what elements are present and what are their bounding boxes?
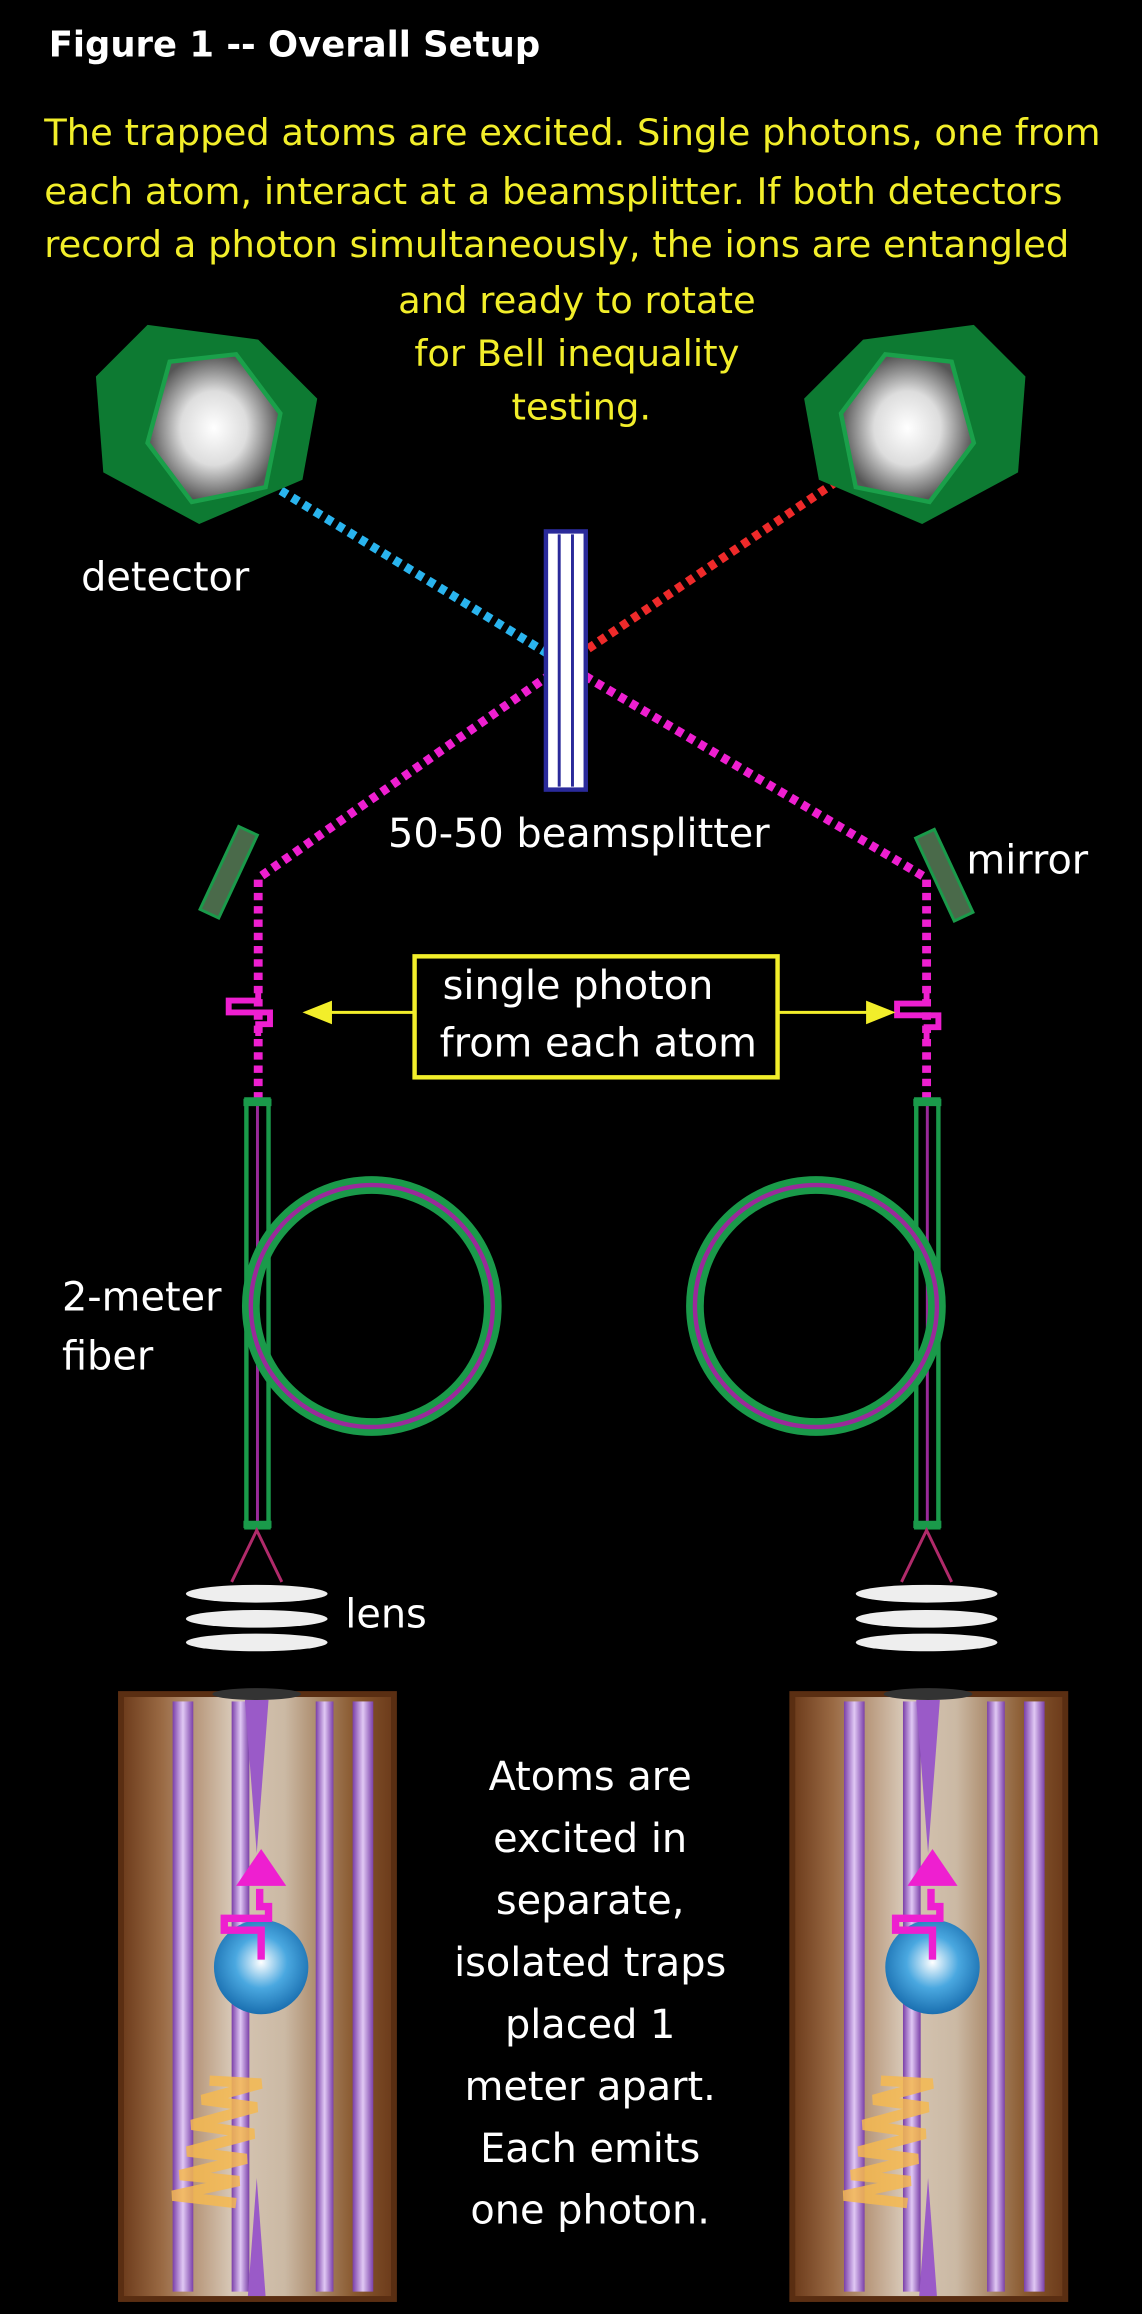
right-mirror-icon bbox=[913, 827, 975, 923]
svg-text:placed 1: placed 1 bbox=[505, 2002, 675, 2048]
intro-line: each atom, interact at a beamsplitter. I… bbox=[44, 170, 1062, 213]
red-beam bbox=[562, 462, 862, 668]
beamsplitter-label: 50-50 beamsplitter bbox=[388, 811, 770, 857]
blue-beam bbox=[255, 473, 568, 668]
fiber-label: fiber bbox=[62, 1333, 154, 1379]
right-lens-icon bbox=[855, 1526, 998, 1652]
lens-label: lens bbox=[345, 1592, 427, 1638]
svg-text:Each emits: Each emits bbox=[480, 2126, 700, 2172]
left-lens-icon bbox=[185, 1526, 328, 1652]
right-trap bbox=[792, 1688, 1065, 2299]
svg-text:separate,: separate, bbox=[496, 1878, 685, 1924]
svg-text:Atoms are: Atoms are bbox=[489, 1754, 692, 1800]
svg-text:excited in: excited in bbox=[493, 1816, 687, 1862]
atom-icon bbox=[213, 1919, 309, 2015]
intro-text: The trapped atoms are excited. Single ph… bbox=[43, 111, 1100, 428]
svg-text:isolated traps: isolated traps bbox=[454, 1940, 726, 1986]
svg-text:meter apart.: meter apart. bbox=[465, 2064, 716, 2110]
left-trap bbox=[121, 1688, 394, 2299]
svg-text:from each atom: from each atom bbox=[440, 1021, 757, 1067]
right-detector-icon bbox=[804, 325, 1025, 524]
figure-title: Figure 1 -- Overall Setup bbox=[49, 24, 541, 65]
photon-callout: single photon from each atom bbox=[302, 954, 896, 1080]
right-fiber bbox=[686, 1097, 946, 1530]
atom-icon bbox=[885, 1919, 980, 2015]
intro-line: record a photon simultaneously, the ions… bbox=[44, 223, 1069, 266]
intro-line: testing. bbox=[512, 385, 652, 428]
intro-line: and ready to rotate bbox=[398, 279, 756, 322]
intro-line: for Bell inequality bbox=[414, 332, 739, 375]
mirror-label: mirror bbox=[966, 838, 1088, 884]
left-fiber bbox=[241, 1097, 502, 1530]
intro-line: The trapped atoms are excited. Single ph… bbox=[43, 111, 1100, 154]
right-photon-icon bbox=[894, 991, 942, 1039]
fiber-label: 2-meter bbox=[62, 1274, 222, 1320]
trap-description: Atoms are excited in separate, isolated … bbox=[454, 1754, 726, 2234]
left-mirror-icon bbox=[198, 824, 260, 921]
svg-text:one photon.: one photon. bbox=[470, 2188, 710, 2234]
beamsplitter-icon bbox=[543, 529, 588, 792]
left-photon-icon bbox=[225, 988, 273, 1037]
svg-text:single photon: single photon bbox=[443, 963, 714, 1009]
detector-label: detector bbox=[81, 554, 250, 600]
